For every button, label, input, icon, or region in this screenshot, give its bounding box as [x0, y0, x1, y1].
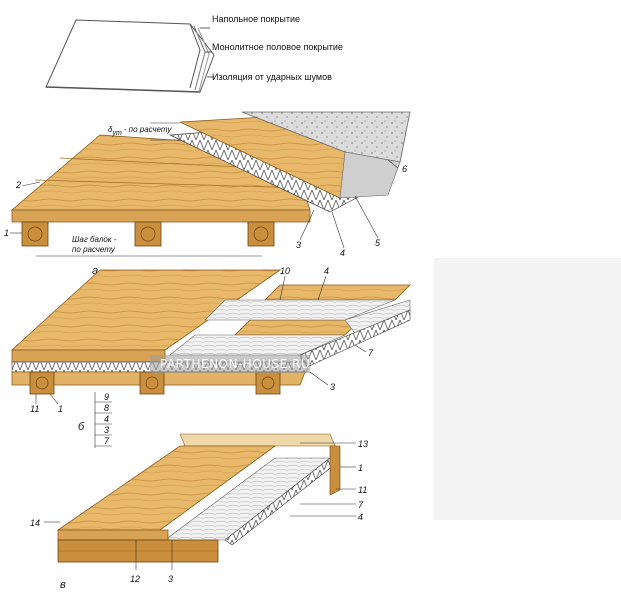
label-v-3: 3: [168, 574, 173, 584]
caption-b: б: [78, 421, 85, 433]
label-a-3: 3: [296, 240, 301, 250]
caption-a: а: [92, 265, 98, 277]
label-v-14: 14: [30, 518, 40, 528]
label-a-6: 6: [402, 164, 407, 174]
label-b-stack-4: 4: [104, 414, 109, 424]
label-v-11: 11: [358, 485, 367, 495]
label-b-4: 4: [324, 266, 329, 276]
legend-floor-covering: Напольное покрытие: [212, 14, 300, 24]
diagram-a: δут- по расчету Шаг балок - по расчету 1…: [4, 111, 411, 277]
label-v-7: 7: [358, 500, 364, 510]
label-a-4: 4: [340, 248, 345, 258]
label-b-stack-7: 7: [104, 436, 110, 446]
label-v-13: 13: [358, 439, 368, 449]
legend-monolithic-screed: Монолитное половое покрытие: [212, 42, 343, 52]
label-a-1: 1: [4, 228, 9, 238]
label-v-12: 12: [130, 574, 140, 584]
label-b-stack-3: 3: [104, 425, 109, 435]
layers-legend-sketch: Напольное покрытие Монолитное половое по…: [45, 14, 343, 93]
label-b-1: 1: [58, 404, 63, 414]
thickness-annotation: δут- по расчету: [108, 125, 172, 137]
label-b-3: 3: [330, 382, 335, 392]
beam-pitch-line1: Шаг балок -: [72, 235, 117, 244]
label-b-stack-9: 9: [104, 392, 109, 402]
label-b-10: 10: [280, 266, 290, 276]
label-b-stack-8: 8: [104, 403, 109, 413]
label-v-1: 1: [358, 463, 363, 473]
diagram-b: PARTHENON-HOUSE.RU 9 8 4 3 7 10 4 7 3 11…: [10, 266, 411, 448]
label-b-11: 11: [30, 404, 39, 414]
label-a-2: 2: [15, 180, 21, 190]
label-b-7: 7: [368, 348, 374, 358]
watermark: PARTHENON-HOUSE.RU: [160, 357, 310, 371]
diagram-v: 13 1 11 7 4 14 12 3 в: [30, 433, 368, 591]
label-a-5: 5: [375, 238, 381, 248]
beam-pitch-line2: по расчету: [72, 245, 116, 254]
caption-v: в: [60, 579, 66, 591]
legend-impact-noise-insulation: Изоляция от ударных шумов: [212, 72, 332, 82]
label-v-4: 4: [358, 512, 363, 522]
blank-panel: [434, 258, 621, 520]
